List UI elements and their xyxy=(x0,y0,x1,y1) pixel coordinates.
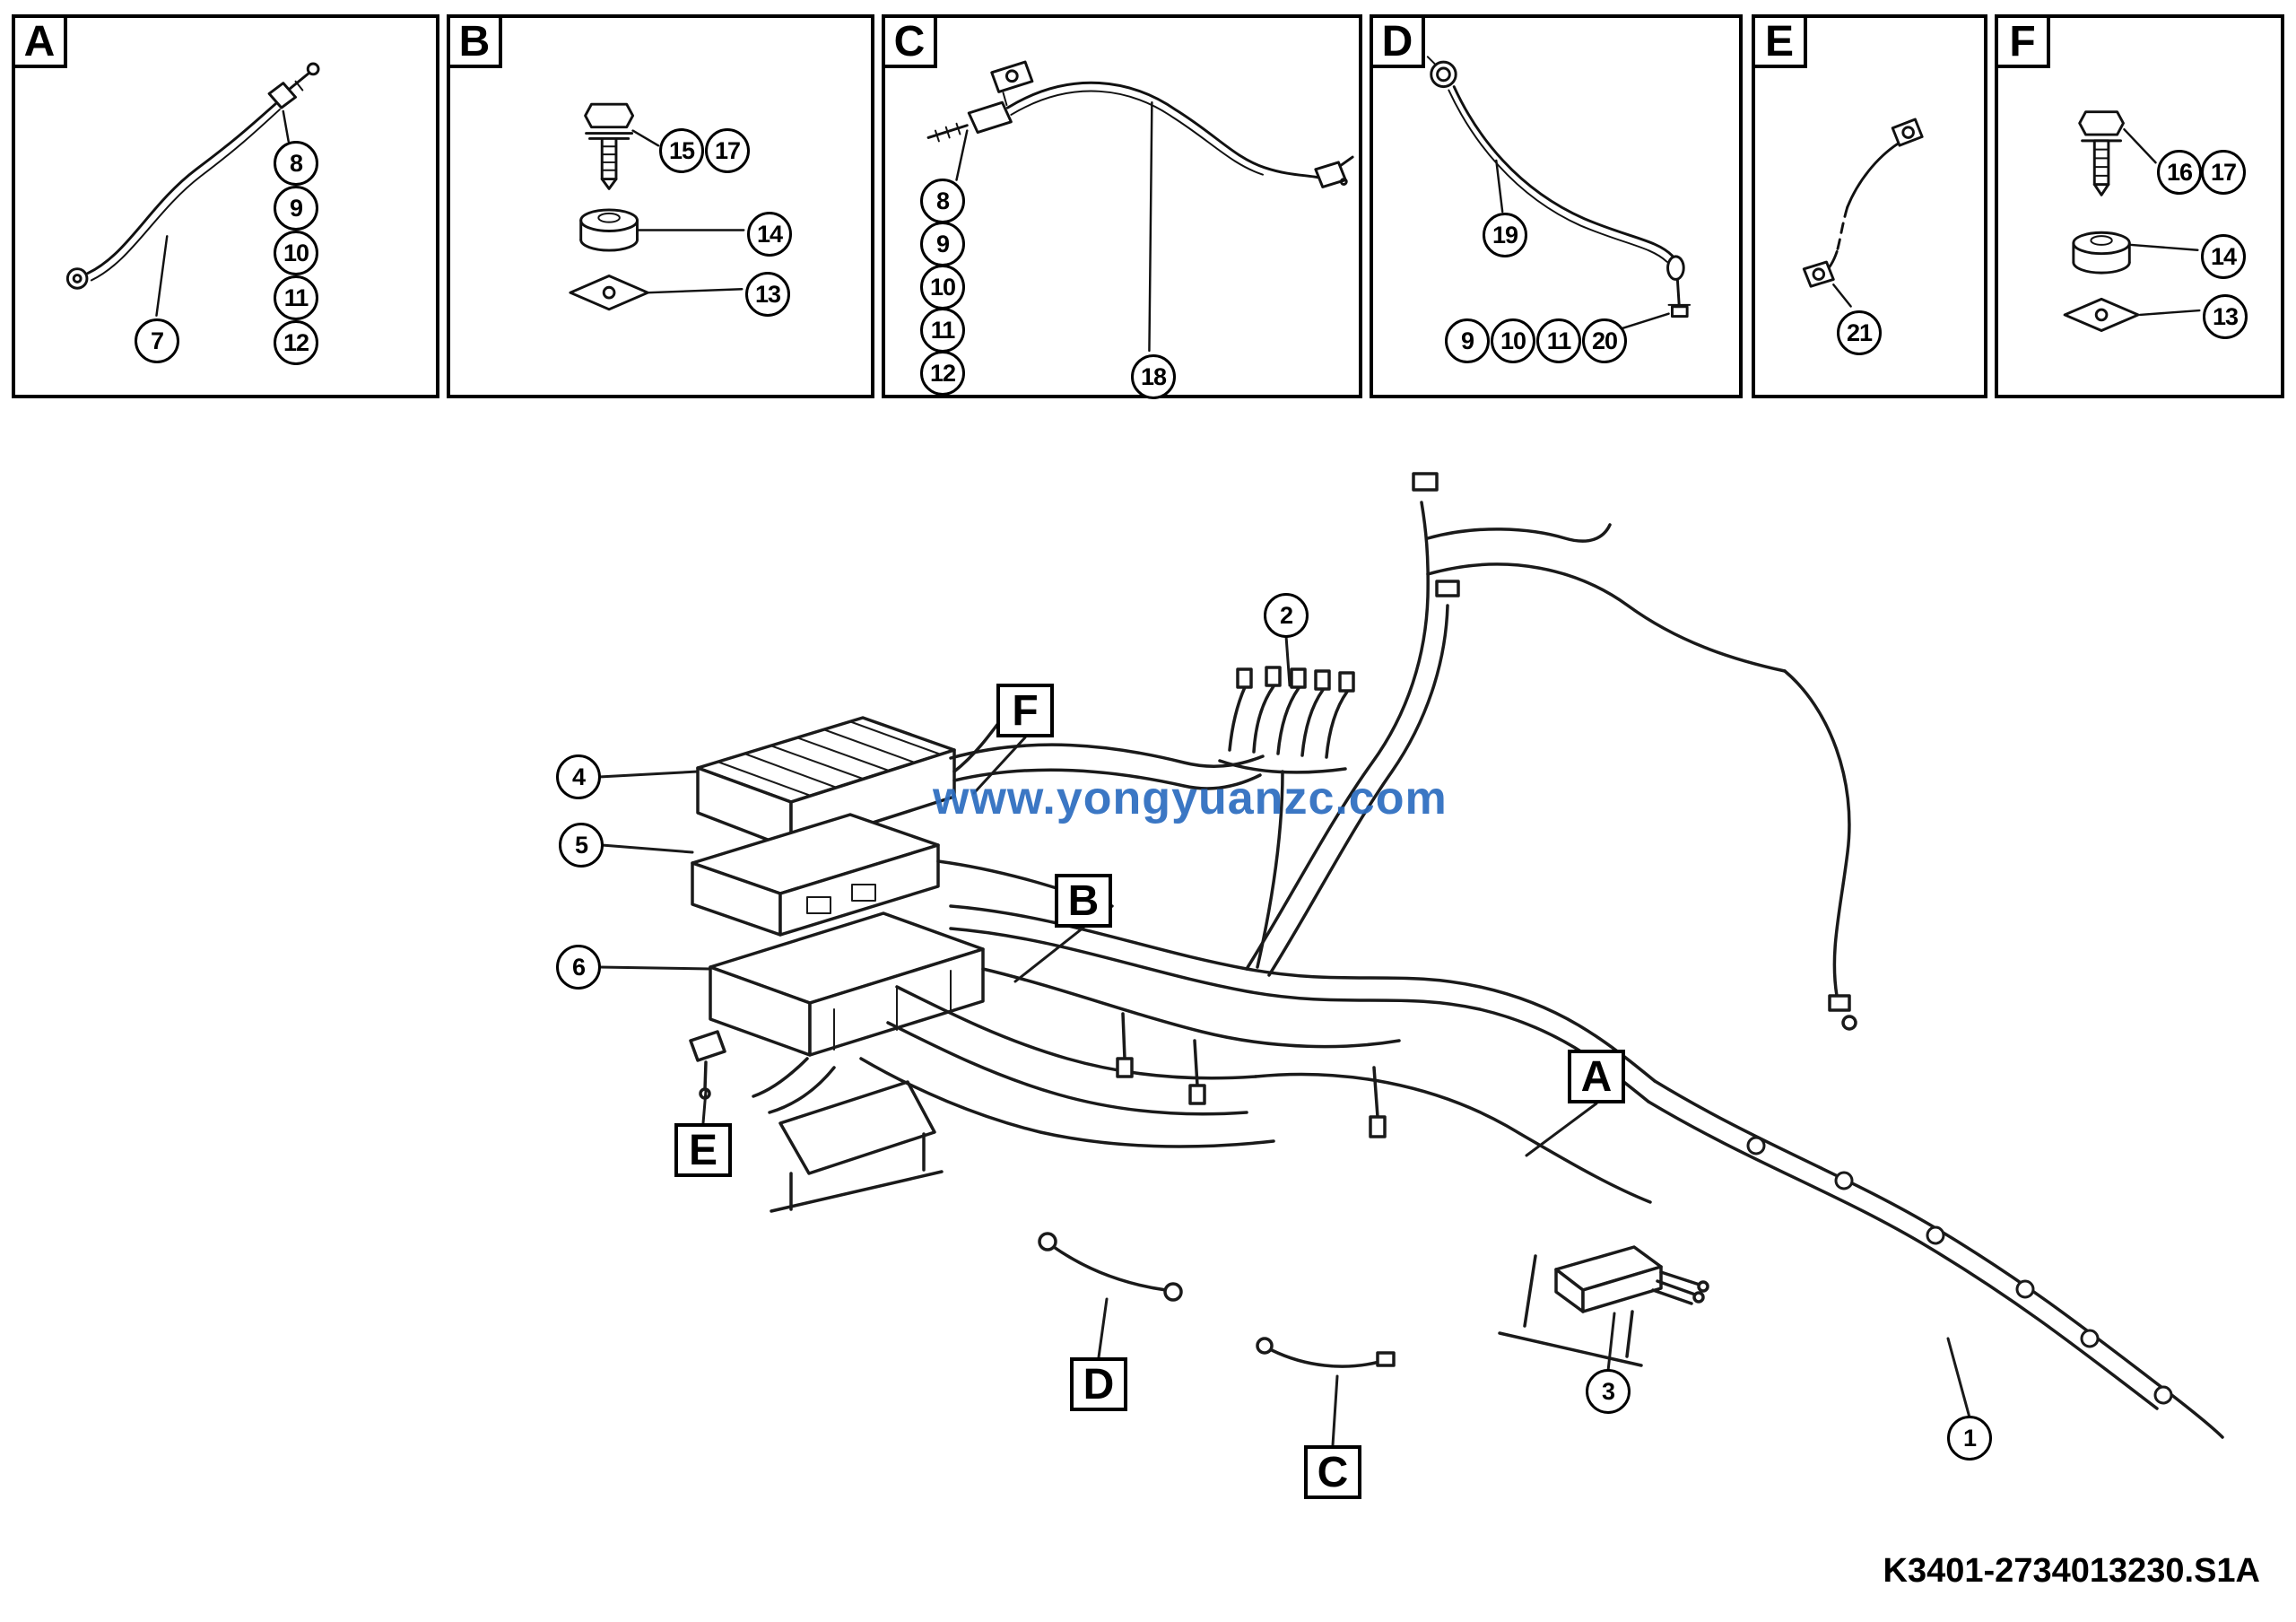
callout-12: 12 xyxy=(274,320,318,365)
detail-panel-f: F 16 17 14 13 xyxy=(1995,14,2284,398)
callout-12: 12 xyxy=(920,351,965,396)
callout-10: 10 xyxy=(274,231,318,275)
hanging-connectors xyxy=(1116,472,1857,1138)
callout-9: 9 xyxy=(920,222,965,266)
callout-10: 10 xyxy=(1491,318,1535,363)
part-number: K3401-2734013230.S1A xyxy=(1883,1552,2260,1590)
callout-1: 1 xyxy=(1947,1416,1992,1461)
callout-15: 15 xyxy=(659,128,704,173)
callout-11: 11 xyxy=(920,308,965,353)
callout-11: 11 xyxy=(1536,318,1581,363)
callout-14: 14 xyxy=(747,212,792,257)
panel-label-c: C xyxy=(882,14,937,68)
callout-7: 7 xyxy=(135,318,179,363)
callout-11: 11 xyxy=(274,275,318,320)
ref-label-b: B xyxy=(1055,874,1112,928)
detail-panel-c: C 8 9 10 11 12 18 xyxy=(882,14,1362,399)
callout-20: 20 xyxy=(1582,318,1627,363)
panel-e-art xyxy=(1802,118,1924,308)
callout-2: 2 xyxy=(1264,593,1309,638)
detail-panel-a: A 7 8 9 10 11 12 xyxy=(12,14,439,398)
callout-13: 13 xyxy=(745,272,790,317)
callout-9: 9 xyxy=(1445,318,1490,363)
panel-f-art xyxy=(2063,110,2201,332)
ref-label-e: E xyxy=(674,1123,732,1177)
panel-label-b: B xyxy=(447,14,502,68)
bracket-e xyxy=(689,1030,726,1100)
pigtail-c xyxy=(1256,1337,1396,1368)
ref-label-d: D xyxy=(1070,1357,1127,1411)
leader-lines xyxy=(597,634,1971,1447)
panel-b-art xyxy=(569,102,745,311)
callout-13: 13 xyxy=(2203,294,2248,339)
callout-10: 10 xyxy=(920,265,965,310)
detail-panel-b: B 15 17 14 13 xyxy=(447,14,874,398)
unit-box-5 xyxy=(691,813,940,937)
connector-fan xyxy=(1218,666,1355,774)
callout-8: 8 xyxy=(274,141,318,186)
watermark-text: www.yongyuanzc.com xyxy=(933,772,1448,824)
callout-16: 16 xyxy=(2157,150,2202,195)
detail-panel-e: E 21 xyxy=(1752,14,1987,398)
panel-d-art xyxy=(1426,56,1692,331)
unit-box-6 xyxy=(709,911,985,1057)
callout-9: 9 xyxy=(274,186,318,231)
callout-6: 6 xyxy=(556,945,601,990)
callout-17: 17 xyxy=(2201,150,2246,195)
callout-5: 5 xyxy=(559,823,604,868)
panel-label-e: E xyxy=(1752,14,1807,68)
callout-21: 21 xyxy=(1837,310,1882,355)
callout-8: 8 xyxy=(920,179,965,223)
callout-17: 17 xyxy=(705,128,750,173)
ref-label-f: F xyxy=(996,684,1054,737)
callout-4: 4 xyxy=(556,754,601,799)
callout-18: 18 xyxy=(1131,354,1176,399)
ref-label-a: A xyxy=(1568,1050,1625,1103)
panel-label-d: D xyxy=(1370,14,1425,68)
panel-c-art xyxy=(926,60,1354,353)
ref-label-c: C xyxy=(1304,1445,1361,1499)
detail-panel-d: D 19 9 10 11 20 xyxy=(1370,14,1743,398)
connector-block-3 xyxy=(1498,1245,1709,1367)
panel-a-art xyxy=(65,62,320,317)
callout-3: 3 xyxy=(1586,1369,1631,1414)
panel-label-a: A xyxy=(12,14,67,68)
callout-14: 14 xyxy=(2201,234,2246,279)
pigtail-d xyxy=(1038,1232,1183,1302)
mount-bracket xyxy=(770,1080,944,1213)
panel-label-f: F xyxy=(1995,14,2050,68)
callout-19: 19 xyxy=(1483,213,1527,257)
cable-clamps xyxy=(1746,1136,2173,1405)
